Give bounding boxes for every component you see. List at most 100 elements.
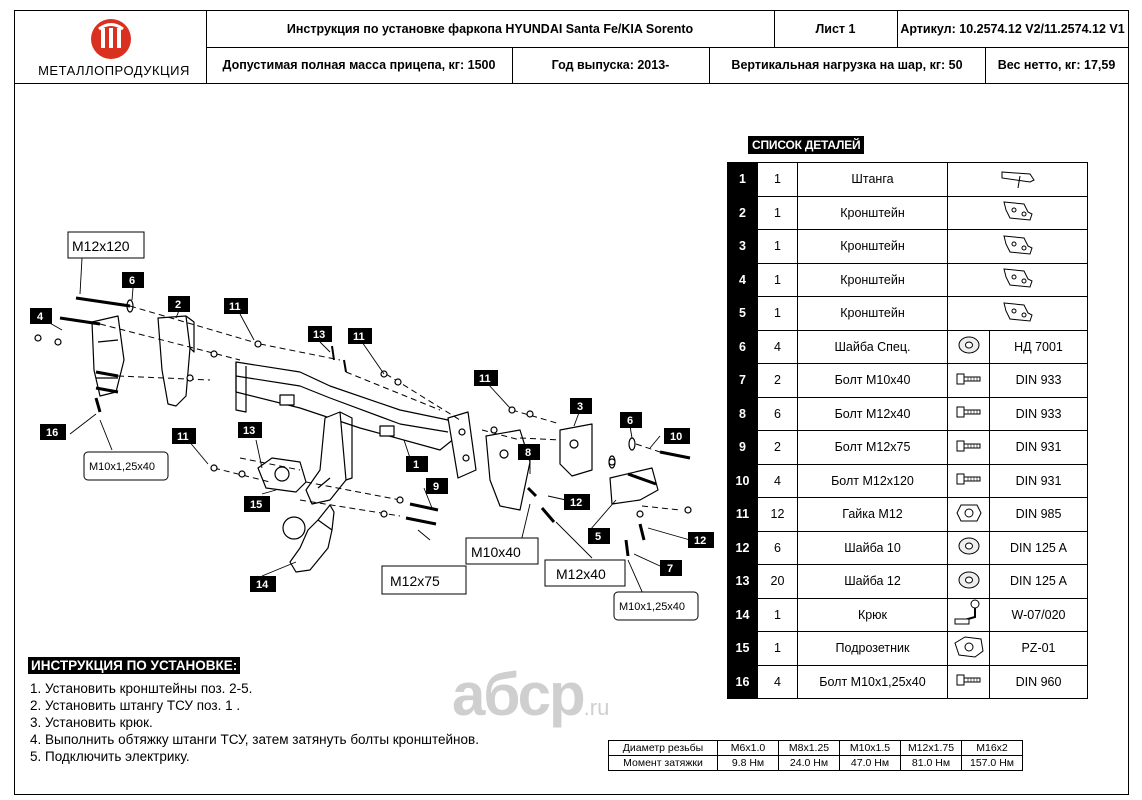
part-quantity: 1 (757, 195, 798, 230)
part-number: 9 (727, 430, 758, 465)
part-number: 3 (727, 229, 758, 264)
part-number: 12 (727, 530, 758, 565)
part-quantity: 6 (757, 396, 798, 431)
part-standard: DIN 125 A (989, 564, 1088, 599)
instruction-step: 2. Установить штангу ТСУ поз. 1 . (30, 698, 241, 713)
callout-6-left: 6 (129, 275, 135, 287)
washer-icon (954, 336, 984, 360)
part-quantity: 1 (757, 262, 798, 297)
part-number: 15 (727, 631, 758, 666)
part-quantity: 2 (757, 430, 798, 465)
callout-10: 10 (670, 431, 682, 443)
part-name: Болт M10x1,25x40 (797, 664, 948, 699)
thread-size: M8x1.25 (778, 740, 840, 756)
callout-11-c: 11 (479, 373, 491, 385)
part-quantity: 1 (757, 296, 798, 331)
watermark: абср.ru (452, 661, 610, 728)
max-trailer-mass: Допустимая полная масса прицепа, кг: 150… (222, 58, 496, 72)
thread-size: M10x1.5 (839, 740, 901, 756)
fasteners-drawing (59, 296, 691, 557)
callout-13-b: 13 (243, 425, 255, 437)
bracket-icon (1000, 201, 1036, 227)
part-quantity: 4 (757, 329, 798, 364)
part-standard: DIN 985 (989, 497, 1088, 532)
part-number: 6 (727, 329, 758, 364)
thread-size: M12x1.75 (900, 740, 962, 756)
part-name: Шайба Спец. (797, 329, 948, 364)
callout-11-a: 11 (229, 301, 241, 313)
socket-plate-icon (951, 636, 987, 664)
label-m12x40: M12x40 (556, 566, 606, 582)
part-name: Кронштейн (797, 195, 948, 230)
thread-size: M16x2 (961, 740, 1023, 756)
part-quantity: 4 (757, 463, 798, 498)
part-quantity: 6 (757, 530, 798, 565)
torque-value: 9.8 Нм (717, 755, 779, 771)
bolt-icon (954, 373, 984, 392)
instructions-title: ИНСТРУКЦИЯ ПО УСТАНОВКЕ: (28, 657, 241, 674)
tow-ball-hook-drawing (282, 504, 335, 573)
callout-14: 14 (256, 579, 269, 591)
part-number: 7 (727, 363, 758, 398)
callout-11-d: 11 (177, 431, 189, 443)
right-brackets-drawing (485, 423, 659, 511)
callout-9: 9 (433, 481, 439, 493)
part-quantity: 2 (757, 363, 798, 398)
part-standard: НД 7001 (989, 329, 1088, 364)
bolt-icon (954, 440, 984, 459)
part-name: Болт M12x120 (797, 463, 948, 498)
part-number: 2 (727, 195, 758, 230)
part-image (947, 396, 990, 431)
part-image (947, 597, 990, 632)
part-image (947, 329, 990, 364)
part-standard: DIN 125 A (989, 530, 1088, 565)
label-m10x40: M10x40 (471, 544, 521, 560)
torque-value: 157.0 Нм (961, 755, 1023, 771)
part-name: Штанга (797, 162, 948, 197)
part-standard: DIN 933 (989, 396, 1088, 431)
part-image (947, 463, 990, 498)
part-name: Болт M10x40 (797, 363, 948, 398)
part-image (947, 430, 990, 465)
parts-list-title: СПИСОК ДЕТАЛЕЙ (748, 136, 865, 154)
part-image (947, 162, 1088, 197)
callout-3: 3 (577, 401, 583, 413)
part-image (947, 296, 1088, 331)
part-name: Болт M12x40 (797, 396, 948, 431)
label-m12x75: M12x75 (390, 573, 440, 589)
part-number: 11 (727, 497, 758, 532)
bolt-icon (954, 473, 984, 492)
title-block: МЕТАЛЛОПРОДУКЦИЯ Инструкция по установке… (15, 11, 1128, 84)
part-image (947, 262, 1088, 297)
logo-icon (91, 19, 131, 59)
part-quantity: 1 (757, 229, 798, 264)
production-year: Год выпуска: 2013- (551, 58, 670, 72)
torque-value: 47.0 Нм (839, 755, 901, 771)
article-number: Артикул: 10.2574.12 V2/11.2574.12 V1 (900, 22, 1125, 36)
bracket-icon (1000, 235, 1036, 261)
callout-1: 1 (413, 459, 419, 471)
part-quantity: 1 (757, 597, 798, 632)
part-standard: PZ-01 (989, 631, 1088, 666)
drawing-sheet: МЕТАЛЛОПРОДУКЦИЯ Инструкция по установке… (14, 10, 1129, 795)
callout-13-a: 13 (313, 329, 325, 341)
washer-icon (954, 571, 984, 595)
part-number: 4 (727, 262, 758, 297)
bolt-icon (954, 406, 984, 425)
label-m10x125-right: M10x1,25x40 (619, 601, 685, 613)
instruction-step: 5. Подключить электрику. (30, 749, 190, 764)
bolt-icon (954, 674, 984, 693)
callout-11-b: 11 (353, 331, 365, 343)
part-quantity: 20 (757, 564, 798, 599)
vertical-load: Вертикальная нагрузка на шар, кг: 50 (731, 58, 963, 72)
torque-table: Диаметр резьбы M6x1.0 M8x1.25 M10x1.5 M1… (608, 740, 1023, 771)
part-name: Шайба 12 (797, 564, 948, 599)
hook-icon (951, 599, 987, 630)
instructions-list: 1. Установить кронштейны поз. 2-5. 2. Ус… (30, 680, 479, 765)
